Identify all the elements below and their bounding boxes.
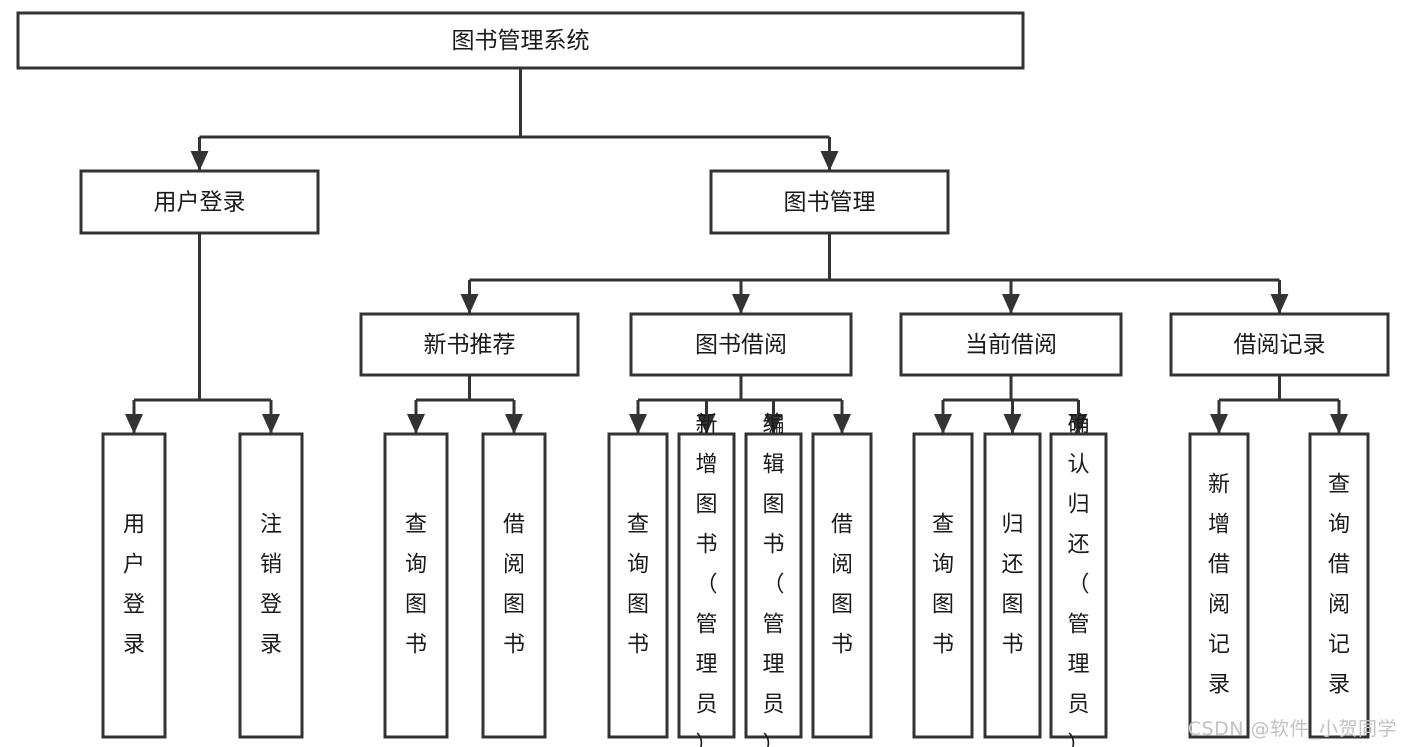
- node-box-user-login: [79, 169, 320, 235]
- node-box-leaf-borrow-book-2: [811, 432, 873, 739]
- node-label-leaf-edit-book: 编辑图书（管理员）: [762, 413, 784, 747]
- node-label-leaf-user-login: 用户登录: [123, 513, 145, 658]
- node-book-manage[interactable]: 图书管理: [709, 169, 950, 235]
- edges-layer: [125, 68, 1348, 434]
- node-box-leaf-user-login: [101, 432, 167, 739]
- node-borrow-record[interactable]: 借阅记录: [1169, 312, 1390, 377]
- node-new-book-recommend[interactable]: 新书推荐: [359, 312, 580, 377]
- node-box-new-book-recommend: [359, 312, 580, 377]
- node-box-leaf-query-record: [1308, 432, 1370, 739]
- node-box-borrow-record: [1169, 312, 1390, 377]
- node-label-leaf-query-book-3: 查询图书: [932, 513, 954, 658]
- csdn-watermark: CSDN @软件_小贺同学: [1187, 718, 1397, 740]
- node-label-leaf-borrow-book-1: 借阅图书: [503, 513, 525, 658]
- node-root[interactable]: 图书管理系统: [16, 11, 1025, 70]
- node-box-leaf-return-book: [983, 432, 1042, 739]
- node-leaf-query-book-1[interactable]: 查询图书: [383, 432, 449, 739]
- node-label-root: 图书管理系统: [452, 28, 590, 54]
- node-leaf-logout-login[interactable]: 注销登录: [238, 432, 304, 739]
- node-leaf-borrow-book-2[interactable]: 借阅图书: [811, 432, 873, 739]
- node-leaf-query-record[interactable]: 查询借阅记录: [1308, 432, 1370, 739]
- node-label-leaf-borrow-book-2: 借阅图书: [831, 513, 853, 658]
- node-box-leaf-query-book-2: [607, 432, 669, 739]
- node-label-leaf-add-book: 新增图书（管理员）: [695, 413, 717, 747]
- node-leaf-confirm-return[interactable]: 确认归还（管理员）: [1049, 413, 1108, 747]
- node-user-login[interactable]: 用户登录: [79, 169, 320, 235]
- node-box-leaf-borrow-book-1: [481, 432, 547, 739]
- node-leaf-borrow-book-1[interactable]: 借阅图书: [481, 432, 547, 739]
- node-current-borrow[interactable]: 当前借阅: [899, 312, 1123, 377]
- node-label-current-borrow: 当前借阅: [965, 332, 1057, 358]
- node-leaf-query-book-3[interactable]: 查询图书: [912, 432, 974, 739]
- node-box-book-manage: [709, 169, 950, 235]
- node-box-book-borrow: [629, 312, 853, 377]
- node-label-leaf-query-book-1: 查询图书: [405, 513, 427, 658]
- node-box-leaf-edit-book: [744, 432, 803, 739]
- node-book-borrow[interactable]: 图书借阅: [629, 312, 853, 377]
- node-label-book-borrow: 图书借阅: [695, 332, 787, 358]
- node-label-leaf-query-book-2: 查询图书: [627, 513, 649, 658]
- node-label-leaf-add-record: 新增借阅记录: [1208, 473, 1230, 698]
- node-box-leaf-query-book-3: [912, 432, 974, 739]
- node-box-leaf-logout-login: [238, 432, 304, 739]
- node-label-user-login: 用户登录: [154, 190, 246, 216]
- node-leaf-edit-book[interactable]: 编辑图书（管理员）: [744, 413, 803, 747]
- node-leaf-add-record[interactable]: 新增借阅记录: [1188, 432, 1250, 739]
- node-label-leaf-logout-login: 注销登录: [260, 513, 282, 658]
- node-box-leaf-query-book-1: [383, 432, 449, 739]
- node-box-leaf-add-book: [677, 432, 736, 739]
- nodes-layer: 图书管理系统用户登录图书管理新书推荐图书借阅当前借阅借阅记录用户登录注销登录查询…: [16, 11, 1390, 747]
- node-leaf-user-login[interactable]: 用户登录: [101, 432, 167, 739]
- node-label-borrow-record: 借阅记录: [1234, 332, 1326, 358]
- node-label-book-manage: 图书管理: [784, 190, 876, 216]
- node-label-leaf-return-book: 归还图书: [1001, 513, 1023, 658]
- node-box-current-borrow: [899, 312, 1123, 377]
- node-box-leaf-confirm-return: [1049, 432, 1108, 739]
- node-label-leaf-confirm-return: 确认归还（管理员）: [1067, 413, 1089, 747]
- node-leaf-query-book-2[interactable]: 查询图书: [607, 432, 669, 739]
- node-leaf-return-book[interactable]: 归还图书: [983, 432, 1042, 739]
- node-label-leaf-query-record: 查询借阅记录: [1328, 473, 1350, 698]
- node-box-root: [16, 11, 1025, 70]
- node-leaf-add-book[interactable]: 新增图书（管理员）: [677, 413, 736, 747]
- node-label-new-book-recommend: 新书推荐: [424, 332, 516, 358]
- node-box-leaf-add-record: [1188, 432, 1250, 739]
